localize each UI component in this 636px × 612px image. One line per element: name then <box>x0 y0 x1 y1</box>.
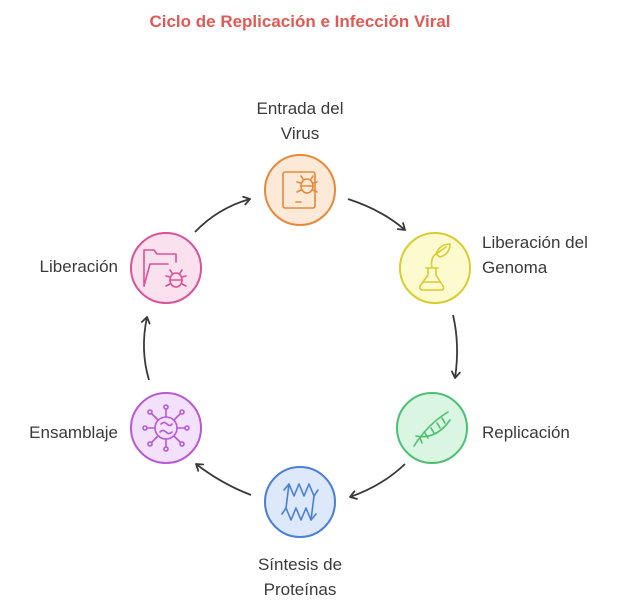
step-label-genoma: Liberación del Genoma <box>482 230 632 280</box>
step-label-liberacion-line1: Liberación <box>39 257 118 276</box>
step-label-sintesis-line2: Proteínas <box>263 580 337 599</box>
virus-icon <box>142 404 190 452</box>
step-label-liberacion: Liberación <box>0 254 118 279</box>
step-label-entrada: Entrada del Virus <box>220 96 380 146</box>
step-node-sintesis <box>264 466 336 538</box>
step-node-ensamblaje <box>130 392 202 464</box>
arrow-genoma-to-replicacion <box>451 314 461 379</box>
step-label-genoma-line2: Genoma <box>482 258 548 277</box>
protein-strand-icon <box>281 483 319 521</box>
step-label-ensamblaje-line1: Ensamblaje <box>29 423 118 442</box>
arrow-sintesis-to-ensamblaje <box>195 463 252 496</box>
step-node-genoma <box>399 232 471 304</box>
step-label-entrada-line2: Virus <box>280 124 320 143</box>
flask-leaf-icon <box>419 243 451 291</box>
arrow-entrada-to-genoma <box>347 198 406 231</box>
step-node-liberacion <box>130 232 202 304</box>
arrow-ensamblaje-to-liberacion <box>140 316 151 381</box>
step-label-sintesis-line1: Síntesis de <box>257 555 343 574</box>
step-label-replicacion-line1: Replicación <box>482 423 570 442</box>
arrow-replicacion-to-sintesis <box>349 463 406 500</box>
folder-bug-icon <box>143 249 187 288</box>
dna-helix-icon <box>413 411 451 447</box>
step-label-replicacion: Replicación <box>482 420 622 445</box>
bug-on-tablet-icon <box>282 171 318 209</box>
step-label-sintesis: Síntesis de Proteínas <box>220 552 380 602</box>
step-label-genoma-line1: Liberación del <box>482 233 588 252</box>
arrow-liberacion-to-entrada <box>194 195 251 233</box>
step-label-ensamblaje: Ensamblaje <box>0 420 118 445</box>
step-node-replicacion <box>396 392 468 464</box>
diagram-title: Ciclo de Replicación e Infección Viral <box>149 12 451 31</box>
step-label-entrada-line1: Entrada del <box>256 99 344 118</box>
step-node-entrada <box>264 154 336 226</box>
